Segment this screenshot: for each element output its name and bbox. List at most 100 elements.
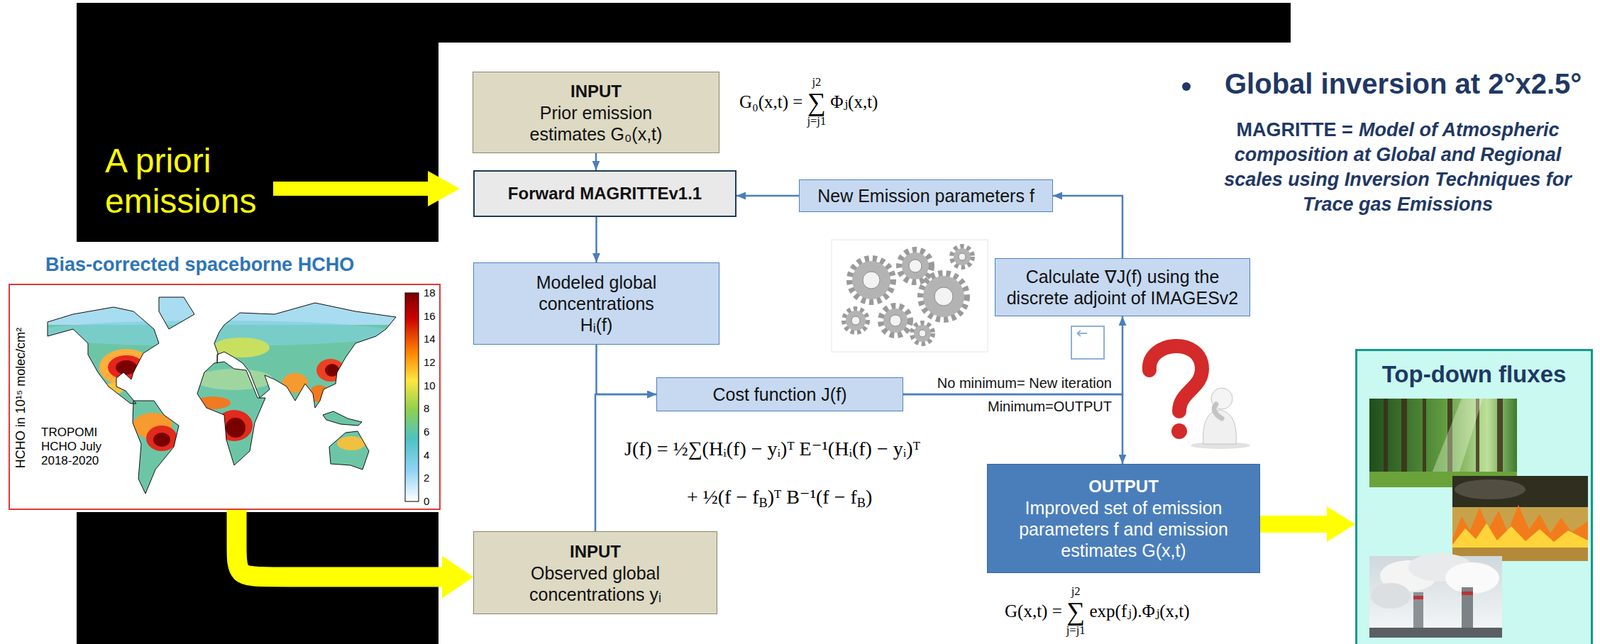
tick-label: 4 xyxy=(423,449,430,462)
fire-photo xyxy=(1454,479,1526,500)
hcho-field xyxy=(153,432,171,448)
hcho-field xyxy=(225,417,246,438)
gears-picture xyxy=(844,309,868,333)
box-heading: INPUT xyxy=(570,80,622,103)
output-box: OUTPUTImproved set of emission parameter… xyxy=(986,464,1261,574)
equation: + ½(f − fB)ᵀ B⁻¹(f − fB) xyxy=(686,485,873,509)
box-text: Improved set of emission parameters f an… xyxy=(1003,497,1245,562)
tick-label: 6 xyxy=(423,425,430,439)
arrow-head xyxy=(1326,506,1356,543)
tick-label: 2 xyxy=(423,471,430,485)
box-heading: Bias-corrected spaceborne HCHO xyxy=(45,252,355,277)
smokestack-photo xyxy=(1369,553,1503,638)
sum-operator: j2∑j=j1 xyxy=(1066,586,1086,637)
map-panel: Bias-corrected spaceborne HCHOTROPOMI HC… xyxy=(8,283,441,511)
input-box: INPUTPrior emission estimates G₀(x,t) xyxy=(472,71,720,154)
tick-label: 16 xyxy=(423,310,436,323)
equation: G₀(x,t) = j2∑j=j1 Φⱼ(x,t) xyxy=(739,76,878,128)
edge-label: Minimum=OUTPUT xyxy=(985,398,1114,416)
gears-picture xyxy=(913,324,931,342)
coastline xyxy=(214,302,396,408)
definition-text: MAGRITTE =Model of Atmospheric compositi… xyxy=(1202,117,1593,218)
sum-limit: j2 xyxy=(811,76,821,89)
box-text: New Emission parameters f xyxy=(817,185,1035,207)
hcho-field xyxy=(212,337,270,358)
yellow-arrow xyxy=(273,170,460,207)
flow-connector xyxy=(903,394,1123,465)
tick-label: 12 xyxy=(423,356,436,369)
subscript: B xyxy=(857,495,866,511)
forest-photo xyxy=(1369,398,1517,488)
coastline xyxy=(132,400,179,494)
hcho-field xyxy=(146,425,178,452)
yellow-arrow xyxy=(1260,506,1356,543)
loop-icon xyxy=(1077,330,1088,337)
hcho-field xyxy=(28,320,398,347)
gears-picture xyxy=(850,258,893,302)
box-heading: OUTPUT xyxy=(1088,476,1159,498)
hcho-field xyxy=(282,373,308,394)
smokestack-photo xyxy=(1370,583,1411,609)
box-heading: INPUT xyxy=(569,541,621,563)
tick-label: 8 xyxy=(423,402,430,416)
heading-text: Global inversion at 2°x2.5° xyxy=(1224,66,1582,101)
flow-connector xyxy=(1052,195,1123,259)
coastline xyxy=(322,411,362,426)
question-figure xyxy=(1171,423,1188,440)
input-box: INPUTObserved global concentrations yᵢ xyxy=(473,531,718,615)
gears-picture xyxy=(958,253,966,261)
coastline xyxy=(329,431,369,470)
question-figure xyxy=(1214,404,1222,419)
equation-term: )ᵀ B⁻¹(f − f xyxy=(767,485,858,509)
flow-connector xyxy=(595,394,657,532)
model-box: Forward MAGRITTEv1.1 xyxy=(473,170,737,218)
bullet xyxy=(1182,82,1191,91)
gears-picture xyxy=(920,273,967,320)
box-text: Prior emission estimates G₀(x,t) xyxy=(510,102,682,145)
smokestack-photo xyxy=(1461,591,1473,596)
box-text: Modeled global concentrations Hᵢ(f) xyxy=(522,271,672,336)
gears-picture xyxy=(908,259,922,273)
question-figure xyxy=(1149,346,1251,450)
equation-term: G₀(x,t) = xyxy=(739,92,803,113)
process-box: Cost function J(f) xyxy=(656,377,904,412)
process-box: Modeled global concentrations Hᵢ(f) xyxy=(473,262,720,345)
tick-label: 10 xyxy=(423,379,436,393)
sum-symbol: ∑ xyxy=(807,88,826,116)
gears-picture xyxy=(923,276,965,318)
hcho-map xyxy=(8,283,441,511)
equation: G(x,t) =j2∑j=j1exp(fⱼ).Φⱼ(x,t) xyxy=(1004,586,1190,637)
gears-picture xyxy=(952,246,973,267)
tick-label: 0 xyxy=(423,495,430,509)
coastline xyxy=(47,307,159,404)
question-figure xyxy=(1149,346,1202,412)
box-text: TROPOMI HCHO July 2018-2020 xyxy=(41,425,106,469)
gears-picture xyxy=(831,239,988,352)
sum-limit: j2 xyxy=(1071,586,1081,599)
hcho-field xyxy=(32,293,396,325)
gears-picture xyxy=(831,239,988,352)
process-box: Calculate ∇J(f) using the discrete adjoi… xyxy=(994,258,1251,317)
sum-symbol: ∑ xyxy=(1066,598,1085,626)
fire-photo xyxy=(1452,476,1588,562)
gears-picture xyxy=(881,306,910,335)
gears-picture xyxy=(918,329,926,338)
flow-connector xyxy=(903,316,1123,395)
tick-label: 18 xyxy=(423,286,436,300)
flow-connector xyxy=(736,195,799,198)
tick-label: 14 xyxy=(423,332,436,346)
gears-picture xyxy=(852,261,891,300)
equation-term: G(x,t) = xyxy=(1004,601,1063,622)
sum-limit: j=j1 xyxy=(806,115,826,128)
gears-picture xyxy=(883,308,908,333)
hcho-field xyxy=(215,410,253,442)
definition-term: MAGRITTE = xyxy=(1236,119,1354,141)
equation-term: Φⱼ(x,t) xyxy=(830,92,878,113)
flux-ground xyxy=(1355,349,1593,644)
axis-label: HCHO in 10¹⁵ molec/cm² xyxy=(12,327,29,470)
equation-term: ) xyxy=(865,485,873,509)
gears-picture xyxy=(901,252,929,280)
gears-picture xyxy=(912,323,933,344)
